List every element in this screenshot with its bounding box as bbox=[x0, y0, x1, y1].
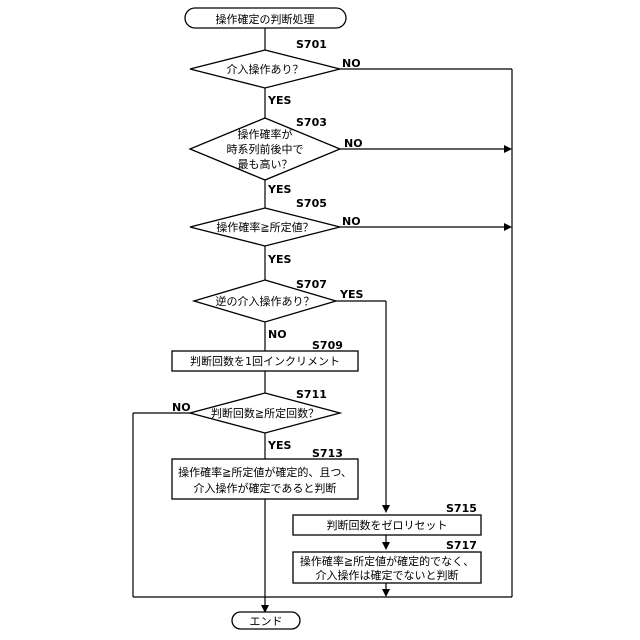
s711-no-label: NO bbox=[172, 401, 191, 414]
s701-no-label: NO bbox=[342, 57, 361, 70]
decision-s707-text: 逆の介入操作あり？ bbox=[216, 294, 315, 308]
step-s717: S717 bbox=[446, 539, 477, 552]
step-s703: S703 bbox=[296, 116, 327, 129]
s703-yes-label: YES bbox=[267, 183, 291, 196]
step-s715: S715 bbox=[446, 502, 477, 515]
process-s717-line1: 操作確率≧所定値が確定的でなく、 bbox=[300, 554, 474, 568]
s705-no-label: NO bbox=[342, 215, 361, 228]
s707-yes-label: YES bbox=[339, 288, 363, 301]
step-s701: S701 bbox=[296, 38, 327, 51]
s701-yes-label: YES bbox=[267, 94, 291, 107]
step-s709: S709 bbox=[312, 339, 343, 352]
s707-no-label: NO bbox=[268, 328, 287, 341]
step-s713: S713 bbox=[312, 447, 343, 460]
start-label: 操作確定の判断処理 bbox=[216, 12, 315, 26]
process-s713-line2: 介入操作が確定であると判断 bbox=[194, 481, 337, 495]
end-label: エンド bbox=[250, 615, 283, 628]
decision-s705-text: 操作確率≧所定値？ bbox=[216, 220, 313, 234]
decision-s703: 操作確率が 時系列前後中で 最も高い？ S703 NO YES bbox=[190, 116, 363, 196]
decision-s711: 判断回数≧所定回数？ S711 NO YES bbox=[172, 388, 340, 452]
s703-no-label: NO bbox=[344, 137, 363, 150]
s711-yes-label: YES bbox=[267, 439, 291, 452]
decision-s705: 操作確率≧所定値？ S705 NO YES bbox=[190, 197, 361, 266]
decision-s701-text: 介入操作あり？ bbox=[227, 62, 304, 76]
decision-s701: 介入操作あり？ S701 NO YES bbox=[190, 38, 361, 107]
s705-yes-label: YES bbox=[267, 253, 291, 266]
decision-s711-text: 判断回数≧所定回数？ bbox=[211, 406, 319, 420]
decision-s707: 逆の介入操作あり？ S707 YES NO bbox=[194, 278, 363, 341]
decision-s703-line3: 最も高い？ bbox=[238, 157, 293, 171]
process-s709-text: 判断回数を1回インクリメント bbox=[190, 354, 340, 368]
decision-s703-line2: 時系列前後中で bbox=[227, 142, 304, 156]
process-s715-text: 判断回数をゼロリセット bbox=[327, 518, 448, 532]
start-terminal: 操作確定の判断処理 bbox=[185, 8, 346, 28]
step-s711: S711 bbox=[296, 388, 327, 401]
process-s717-line2: 介入操作は確定でないと判断 bbox=[316, 568, 459, 582]
process-s713-line1: 操作確率≧所定値が確定的、且つ、 bbox=[178, 465, 352, 479]
step-s707: S707 bbox=[296, 278, 327, 291]
end-terminal: エンド bbox=[232, 612, 300, 629]
decision-s703-line1: 操作確率が bbox=[238, 127, 293, 141]
step-s705: S705 bbox=[296, 197, 327, 210]
